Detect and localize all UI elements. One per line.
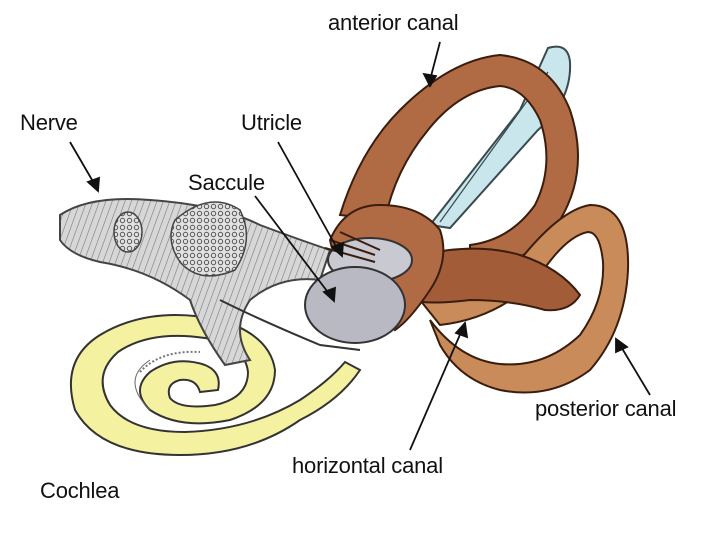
cochlea-shape	[69, 314, 362, 457]
posterior-canal-shape	[417, 203, 630, 394]
label-anterior-canal: anterior canal	[328, 10, 459, 35]
label-horizontal-canal: horizontal canal	[292, 453, 443, 478]
saccule-shape	[304, 266, 406, 344]
horizontal-canal-shape	[398, 247, 582, 312]
label-nerve: Nerve	[20, 110, 78, 135]
label-utricle: Utricle	[241, 110, 302, 135]
label-saccule: Saccule	[188, 170, 265, 195]
label-posterior-canal: posterior canal	[535, 396, 677, 421]
label-cochlea: Cochlea	[40, 478, 120, 503]
